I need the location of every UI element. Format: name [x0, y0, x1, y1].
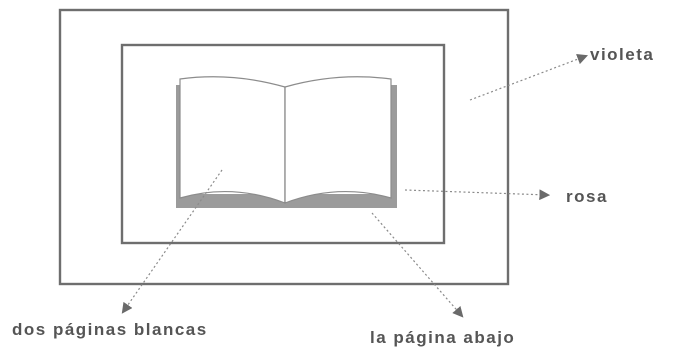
label-violeta: violeta: [590, 45, 654, 64]
book-right-page: [284, 76, 392, 204]
leader-line-pages: [121, 169, 223, 314]
leader-line-violeta: [469, 54, 589, 101]
label-la-pagina-abajo: la página abajo: [370, 328, 515, 347]
label-dos-paginas-blancas: dos páginas blancas: [12, 320, 208, 339]
label-rosa: rosa: [566, 187, 608, 206]
open-book-illustration: [176, 76, 397, 208]
book-bottom-page: [176, 85, 397, 208]
leader-line-rosa: [404, 189, 551, 201]
outer-frame: [58, 8, 510, 286]
leader-line-bottom-page: [371, 212, 464, 318]
inner-frame: [120, 43, 446, 245]
book-left-page: [179, 76, 286, 204]
